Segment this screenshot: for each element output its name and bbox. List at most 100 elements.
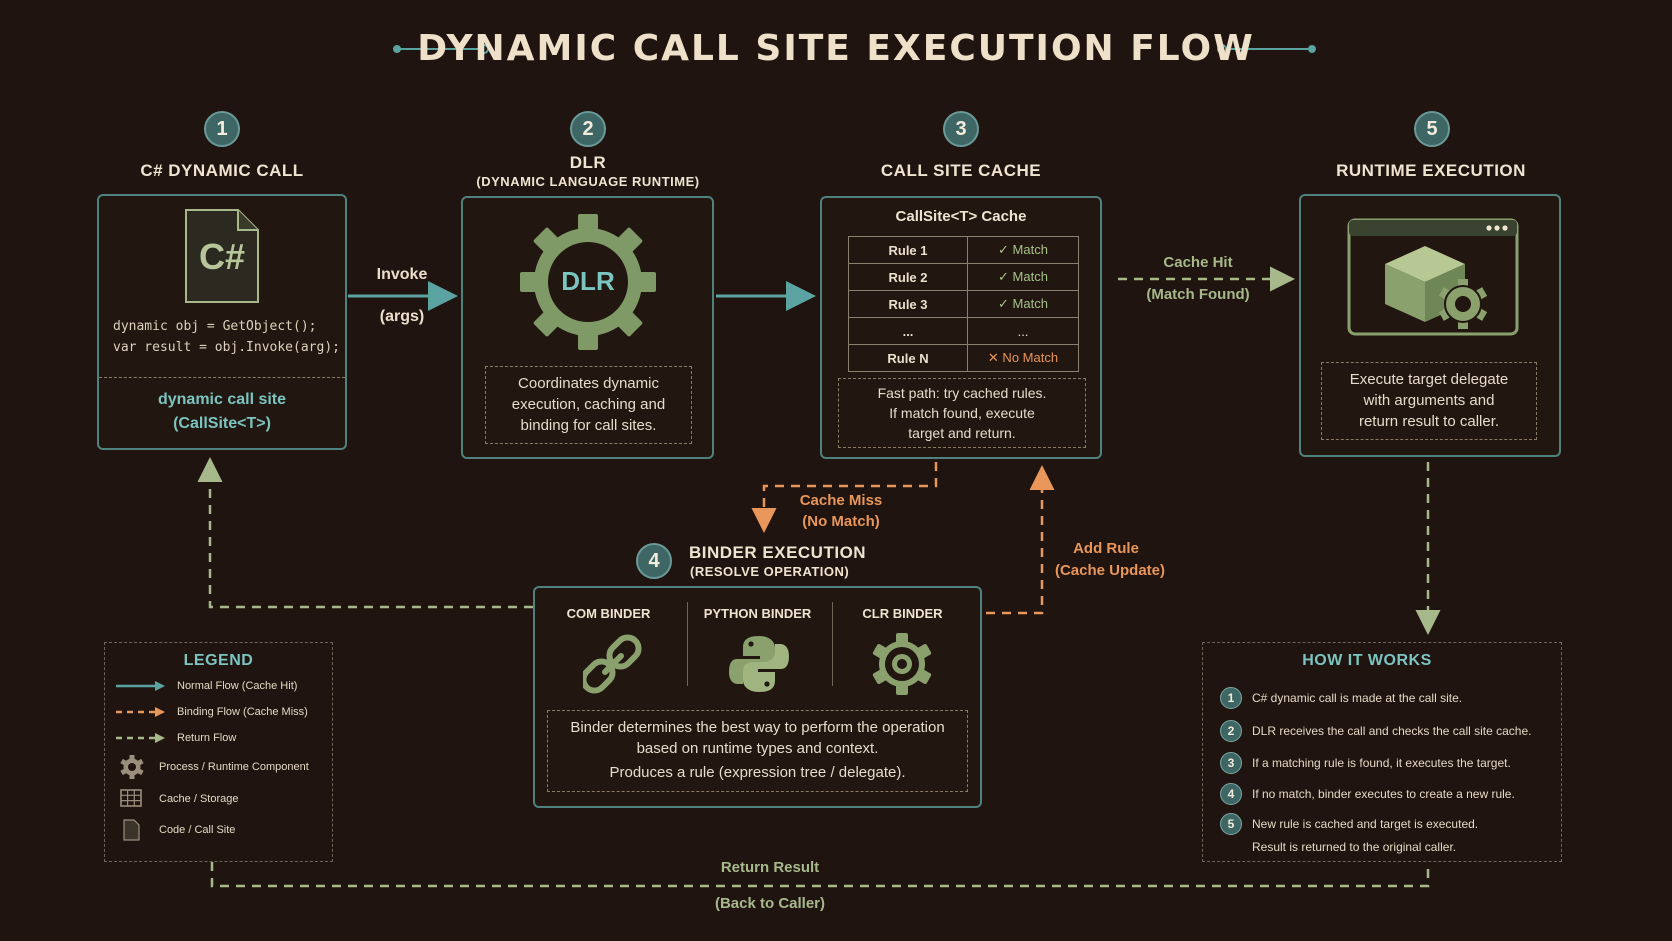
legend-item: Code / Call Site	[115, 815, 325, 845]
title-ornament-right	[1217, 44, 1316, 54]
add-rule-arrow	[986, 465, 1055, 615]
step-4-subtitle: (RESOLVE OPERATION)	[690, 564, 850, 579]
python-icon	[729, 636, 789, 692]
table-row: Rule 2✓ Match	[848, 263, 1079, 291]
step-number-badge: 1	[1220, 686, 1242, 709]
page-title: DYNAMIC CALL SITE EXECUTION FLOW	[417, 28, 1255, 69]
return-result-line	[210, 862, 1430, 888]
table-row: Rule 3✓ Match	[848, 290, 1079, 318]
link-icon	[583, 634, 642, 694]
step-2-title: DLR	[569, 153, 607, 172]
match-cell: ✓ Match	[967, 290, 1079, 318]
code-divider	[99, 377, 345, 378]
binder-divider-2	[832, 602, 833, 686]
cache-table-title: CallSite<T> Cache	[895, 208, 1027, 225]
step-number-badge: 3	[1220, 751, 1242, 774]
dlr-desc-line-1: Coordinates dynamic	[518, 375, 659, 392]
step-2-subtitle: (DYNAMIC LANGUAGE RUNTIME)	[476, 174, 700, 189]
runtime-desc-line-2: with arguments and	[1363, 392, 1495, 409]
list-item: 1 C# dynamic call is made at the call sit…	[1220, 681, 1558, 714]
cache-hit-label: Cache Hit	[1163, 254, 1233, 271]
rule-cell: Rule 2	[848, 263, 968, 291]
orange-dashed-arrow-icon	[116, 707, 165, 717]
small-gear-icon	[1438, 279, 1488, 329]
list-item-continuation: Result is returned to the original calle…	[1220, 839, 1558, 855]
runtime-desc-line-3: return result to caller.	[1358, 413, 1500, 430]
cache-update-label: (Cache Update)	[1054, 562, 1166, 579]
legend-item: Cache / Storage	[115, 783, 325, 815]
legend-item: Normal Flow (Cache Hit)	[115, 673, 325, 699]
no-match-cell: ✕ No Match	[967, 344, 1079, 372]
rule-cell: Rule 1	[848, 236, 968, 264]
dlr-gear-label: DLR	[561, 266, 615, 296]
step-3-badge: 3	[943, 111, 979, 147]
step-5-title: RUNTIME EXECUTION	[1336, 161, 1526, 180]
python-binder-label: PYTHON BINDER	[703, 606, 812, 621]
back-to-caller-label: (Back to Caller)	[714, 895, 826, 912]
cache-desc-line-3: target and return.	[908, 425, 1016, 441]
dlr-description: Coordinates dynamic execution, caching a…	[485, 366, 692, 444]
cache-description: Fast path: try cached rules. If match fo…	[838, 378, 1086, 448]
callsite-caption: dynamic call site (CallSite<T>)	[99, 388, 345, 436]
callsite-caption-line-2: (CallSite<T>)	[173, 415, 271, 432]
com-binder-label: COM BINDER	[566, 606, 651, 621]
code-snippet: dynamic obj = GetObject(); var result = …	[113, 316, 345, 358]
step-1-badge: 1	[204, 111, 240, 147]
binder-desc-line-2: based on runtime types and context.	[636, 740, 879, 757]
green-dashed-arrow-icon	[116, 733, 165, 743]
list-item-text: If a matching rule is found, it executes…	[1252, 755, 1511, 770]
list-item: 3 If a matching rule is found, it execute…	[1220, 747, 1558, 778]
rule-cell: ...	[848, 317, 968, 345]
match-found-label: (Match Found)	[1146, 286, 1250, 303]
dlr-desc-line-2: execution, caching and	[511, 396, 666, 413]
code-line-2: var result = obj.Invoke(arg);	[113, 340, 340, 355]
runtime-window-icon	[1347, 218, 1519, 336]
how-it-works-title: HOW IT WORKS	[1302, 652, 1432, 669]
legend-title: LEGEND	[183, 652, 254, 669]
binder-to-callsite-arrow	[197, 457, 533, 609]
list-item-text: New rule is cached and target is execute…	[1252, 817, 1479, 831]
return-result-label: Return Result	[720, 859, 820, 876]
cache-miss-label: Cache Miss	[799, 492, 883, 509]
how-it-works-panel: HOW IT WORKS 1 C# dynamic call is made at…	[1202, 642, 1562, 862]
binder-execution-box: COM BINDER PYTHON BINDER CLR BINDER	[533, 586, 982, 808]
dlr-gear-icon	[520, 214, 656, 350]
callsite-caption-line-1: dynamic call site	[157, 391, 287, 408]
cache-miss-arrow	[751, 462, 938, 533]
legend-label: Process / Runtime Component	[159, 761, 309, 773]
binder-description: Binder determines the best way to perfor…	[547, 710, 968, 792]
step-3-title: CALL SITE CACHE	[880, 161, 1042, 180]
step-5-badge: 5	[1414, 111, 1450, 147]
runtime-desc-line-1: Execute target delegate	[1349, 371, 1509, 388]
csharp-file-icon	[185, 209, 259, 303]
legend-item: Return Flow	[115, 725, 325, 751]
step-1-title: C# DYNAMIC CALL	[140, 161, 304, 180]
title-ornament-left	[393, 44, 489, 54]
legend-item: Binding Flow (Cache Miss)	[115, 699, 325, 725]
callsite-cache-box: CallSite<T> Cache Rule 1 ✓ Match Rule 2✓ …	[820, 196, 1102, 459]
legend-item: Process / Runtime Component	[115, 751, 325, 783]
gear-icon	[120, 755, 144, 779]
file-icon	[123, 819, 140, 841]
cache-desc-line-2: If match found, execute	[889, 405, 1035, 421]
grid-icon	[120, 789, 142, 807]
cache-desc-line-1: Fast path: try cached rules.	[877, 385, 1047, 401]
dlr-desc-line-3: binding for call sites.	[520, 417, 657, 434]
add-rule-label: Add Rule	[1073, 540, 1139, 557]
rule-cell: Rule 3	[848, 290, 968, 318]
args-label: (args)	[379, 308, 425, 325]
no-match-label: (No Match)	[802, 513, 880, 530]
clr-binder-label: CLR BINDER	[862, 606, 943, 621]
legend-label: Code / Call Site	[159, 824, 236, 836]
invoke-label: Invoke	[376, 266, 428, 283]
runtime-description: Execute target delegate with arguments a…	[1321, 362, 1537, 440]
csharp-call-box: C# dynamic obj = GetObject(); var result…	[97, 194, 347, 450]
list-item-text: Result is returned to the original calle…	[1252, 840, 1457, 854]
step-4-title: BINDER EXECUTION	[689, 543, 867, 562]
list-item-text: C# dynamic call is made at the call site…	[1252, 690, 1463, 705]
csharp-file-label: C#	[198, 236, 246, 277]
binder-desc-line-3: Produces a rule (expression tree / deleg…	[609, 764, 906, 781]
